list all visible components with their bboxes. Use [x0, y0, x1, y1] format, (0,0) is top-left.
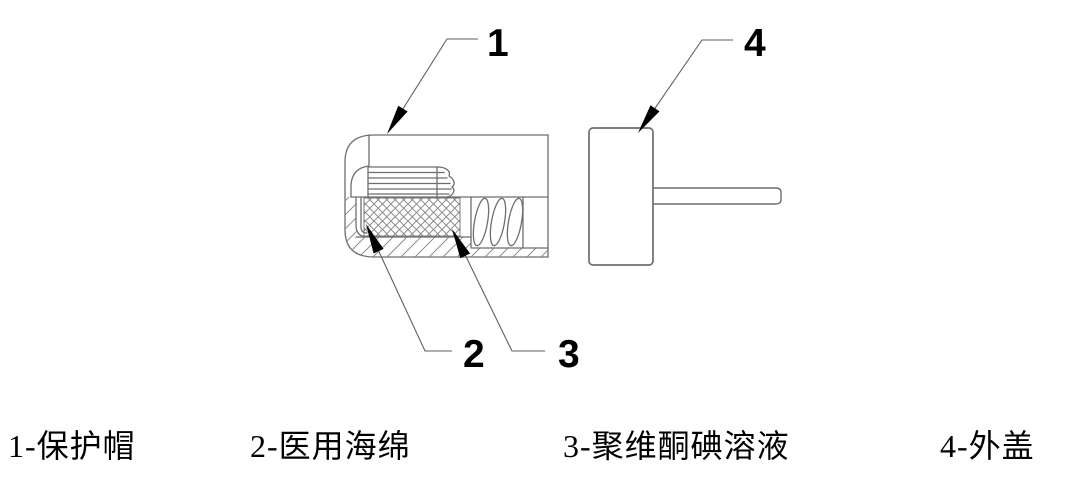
- sponge-upper-outline: [367, 166, 455, 198]
- sponge-upper-half: [367, 166, 455, 198]
- legend-item-outer-cover: 4-外盖: [940, 428, 1035, 464]
- outer-cover-body: [588, 127, 654, 266]
- callout-1-leader: [388, 38, 478, 132]
- cap-inner-corner-top: [350, 165, 370, 198]
- legend-item-medical-sponge: 2-医用海绵: [250, 428, 411, 464]
- callout-2-arrow-icon: [366, 224, 384, 254]
- cap-inner-corner-bottom: [355, 197, 367, 238]
- callout-number-4: 4: [744, 22, 766, 65]
- outer-cover-stem: [652, 187, 782, 205]
- callout-number-3: 3: [558, 333, 580, 376]
- callout-3-arrow-icon: [452, 229, 471, 259]
- callout-leaders: [367, 38, 733, 352]
- cap-wall-section-hatch-right: [471, 248, 548, 257]
- callouts: 1 2 3 4: [366, 22, 766, 376]
- callout-arrows: [366, 105, 660, 259]
- legend-item-protective-cap: 1-保护帽: [8, 428, 136, 464]
- callout-4-arrow-icon: [638, 105, 660, 133]
- callout-1-arrow-icon: [387, 105, 408, 134]
- callout-4-leader: [639, 39, 733, 131]
- sponge-solution-crosshatch: [363, 197, 461, 237]
- cap-thread-profile: [470, 196, 524, 249]
- legend-item-povidone-iodine-solution: 3-聚维酮碘溶液: [563, 428, 790, 464]
- patent-figure-drawing: 1 2 3 4: [344, 22, 782, 376]
- callout-number-1: 1: [487, 22, 509, 65]
- callout-numbers: 1 2 3 4: [463, 22, 766, 376]
- thread-coil-3: [506, 197, 524, 247]
- callout-3-leader: [453, 231, 545, 352]
- thread-coil-2: [489, 197, 507, 247]
- cap-assembly: [344, 134, 549, 258]
- outer-cover-assembly: [588, 127, 782, 266]
- callout-2-leader: [367, 227, 452, 352]
- callout-number-2: 2: [463, 333, 485, 376]
- thread-coil-1: [472, 197, 490, 247]
